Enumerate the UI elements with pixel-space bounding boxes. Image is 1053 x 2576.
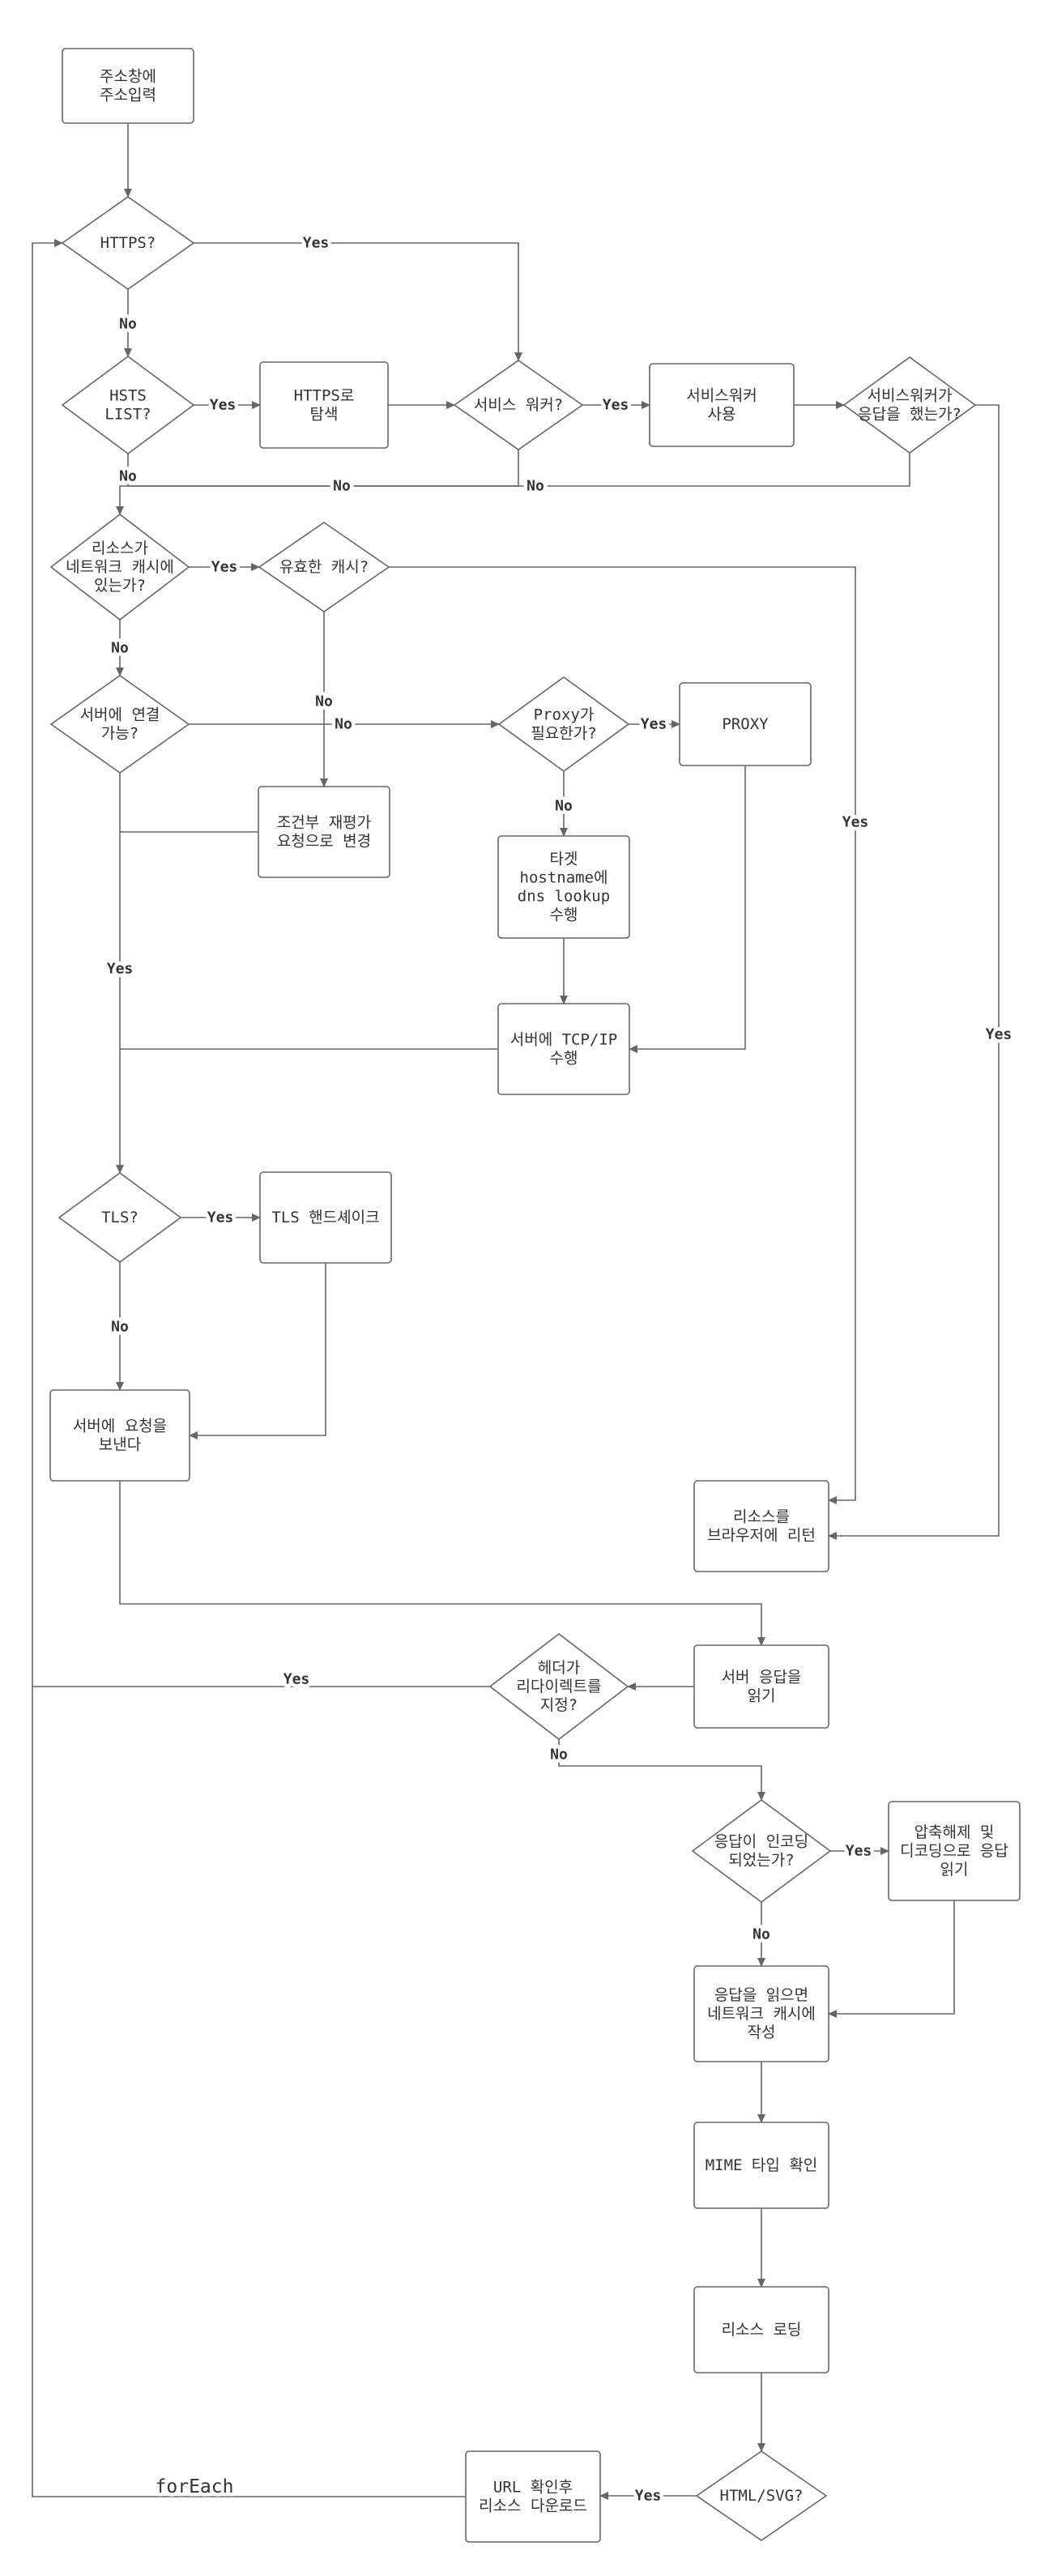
node-load-resource: 리소스 로딩 (693, 2286, 829, 2373)
node-valid-cache-decision: 유효한 캐시? (258, 522, 390, 612)
node-https-decision: HTTPS? (61, 196, 195, 290)
edge-sendreq-to-readresp (119, 1481, 765, 1646)
edge-label-tls-yes: Yes (207, 1209, 234, 1226)
edge-label-tls-no: No (111, 1319, 129, 1336)
edge-label-hsts-yes: Yes (210, 397, 237, 414)
edge-label-conn-no: No (335, 716, 352, 733)
edge-tlshs-to-sendreq (189, 1263, 326, 1439)
edge-foreach-loop (32, 239, 466, 2497)
node-proxy: PROXY (679, 682, 812, 766)
node-label-load-resource: 리소스 로딩 (722, 2321, 802, 2339)
edge-label-hsts-no: No (119, 468, 137, 485)
node-label-html-svg-decision: HTML/SVG? (720, 2487, 804, 2505)
edge-label-swresp-no: No (526, 478, 544, 495)
edge-label-foreach-loop: forEach (156, 2476, 234, 2497)
edge-label-validcache-no: No (315, 693, 333, 710)
edge-redirect-no (558, 1739, 765, 1801)
edge-label-sw-yes: Yes (603, 397, 629, 414)
node-label-https-decision: HTTPS? (100, 234, 156, 252)
edge-swresp-yes (828, 404, 1000, 1540)
edge-label-swresp-yes: Yes (986, 1026, 1013, 1043)
edge-swresp-no (128, 453, 910, 487)
edge-label-sw-no: No (333, 478, 351, 495)
node-label-proxy: PROXY (722, 715, 769, 733)
node-check-mime-type: MIME 타입 확인 (693, 2122, 829, 2209)
node-tls-handshake: TLS 핸드셰이크 (259, 1171, 392, 1264)
edge-label-conn-yes: Yes (107, 961, 134, 978)
edge-label-redirect-no: No (550, 1746, 568, 1764)
edge-label-cache-yes: Yes (211, 559, 238, 576)
edge-hsts-no (116, 454, 129, 515)
edge-label-validcache-yes: Yes (842, 814, 869, 831)
edge-sw-no (128, 450, 519, 487)
edge-label-redirect-yes: Yes (284, 1671, 310, 1688)
edge-label-proxyq-no: No (555, 798, 573, 815)
edge-proxy-to-tcp (629, 766, 746, 1053)
node-label-tls-handshake: TLS 핸드셰이크 (271, 1209, 379, 1226)
node-label-valid-cache-decision: 유효한 캐시? (279, 558, 369, 576)
node-label-tls-decision: TLS? (101, 1209, 139, 1226)
edge-label-encoded-no: No (752, 1926, 770, 1943)
node-label-service-worker-decision: 서비스 워커? (474, 396, 563, 414)
edge-label-htmlsvg-yes: Yes (635, 2488, 662, 2505)
edge-label-proxyq-yes: Yes (641, 716, 667, 733)
node-label-check-mime-type: MIME 타입 확인 (706, 2156, 818, 2174)
edge-label-encoded-yes: Yes (846, 1843, 872, 1860)
node-html-svg-decision: HTML/SVG? (695, 2450, 828, 2541)
edge-decode-to-cachewrite (828, 1900, 955, 2018)
edge-label-cache-no: No (111, 640, 129, 657)
edge-https-yes (194, 242, 522, 361)
edge-label-https-no: No (119, 316, 137, 333)
node-service-worker-decision: 서비스 워커? (453, 360, 584, 450)
edge-validcache-yes (389, 566, 856, 1504)
edge-label-https-yes: Yes (303, 235, 330, 252)
node-tls-decision: TLS? (58, 1172, 182, 1263)
